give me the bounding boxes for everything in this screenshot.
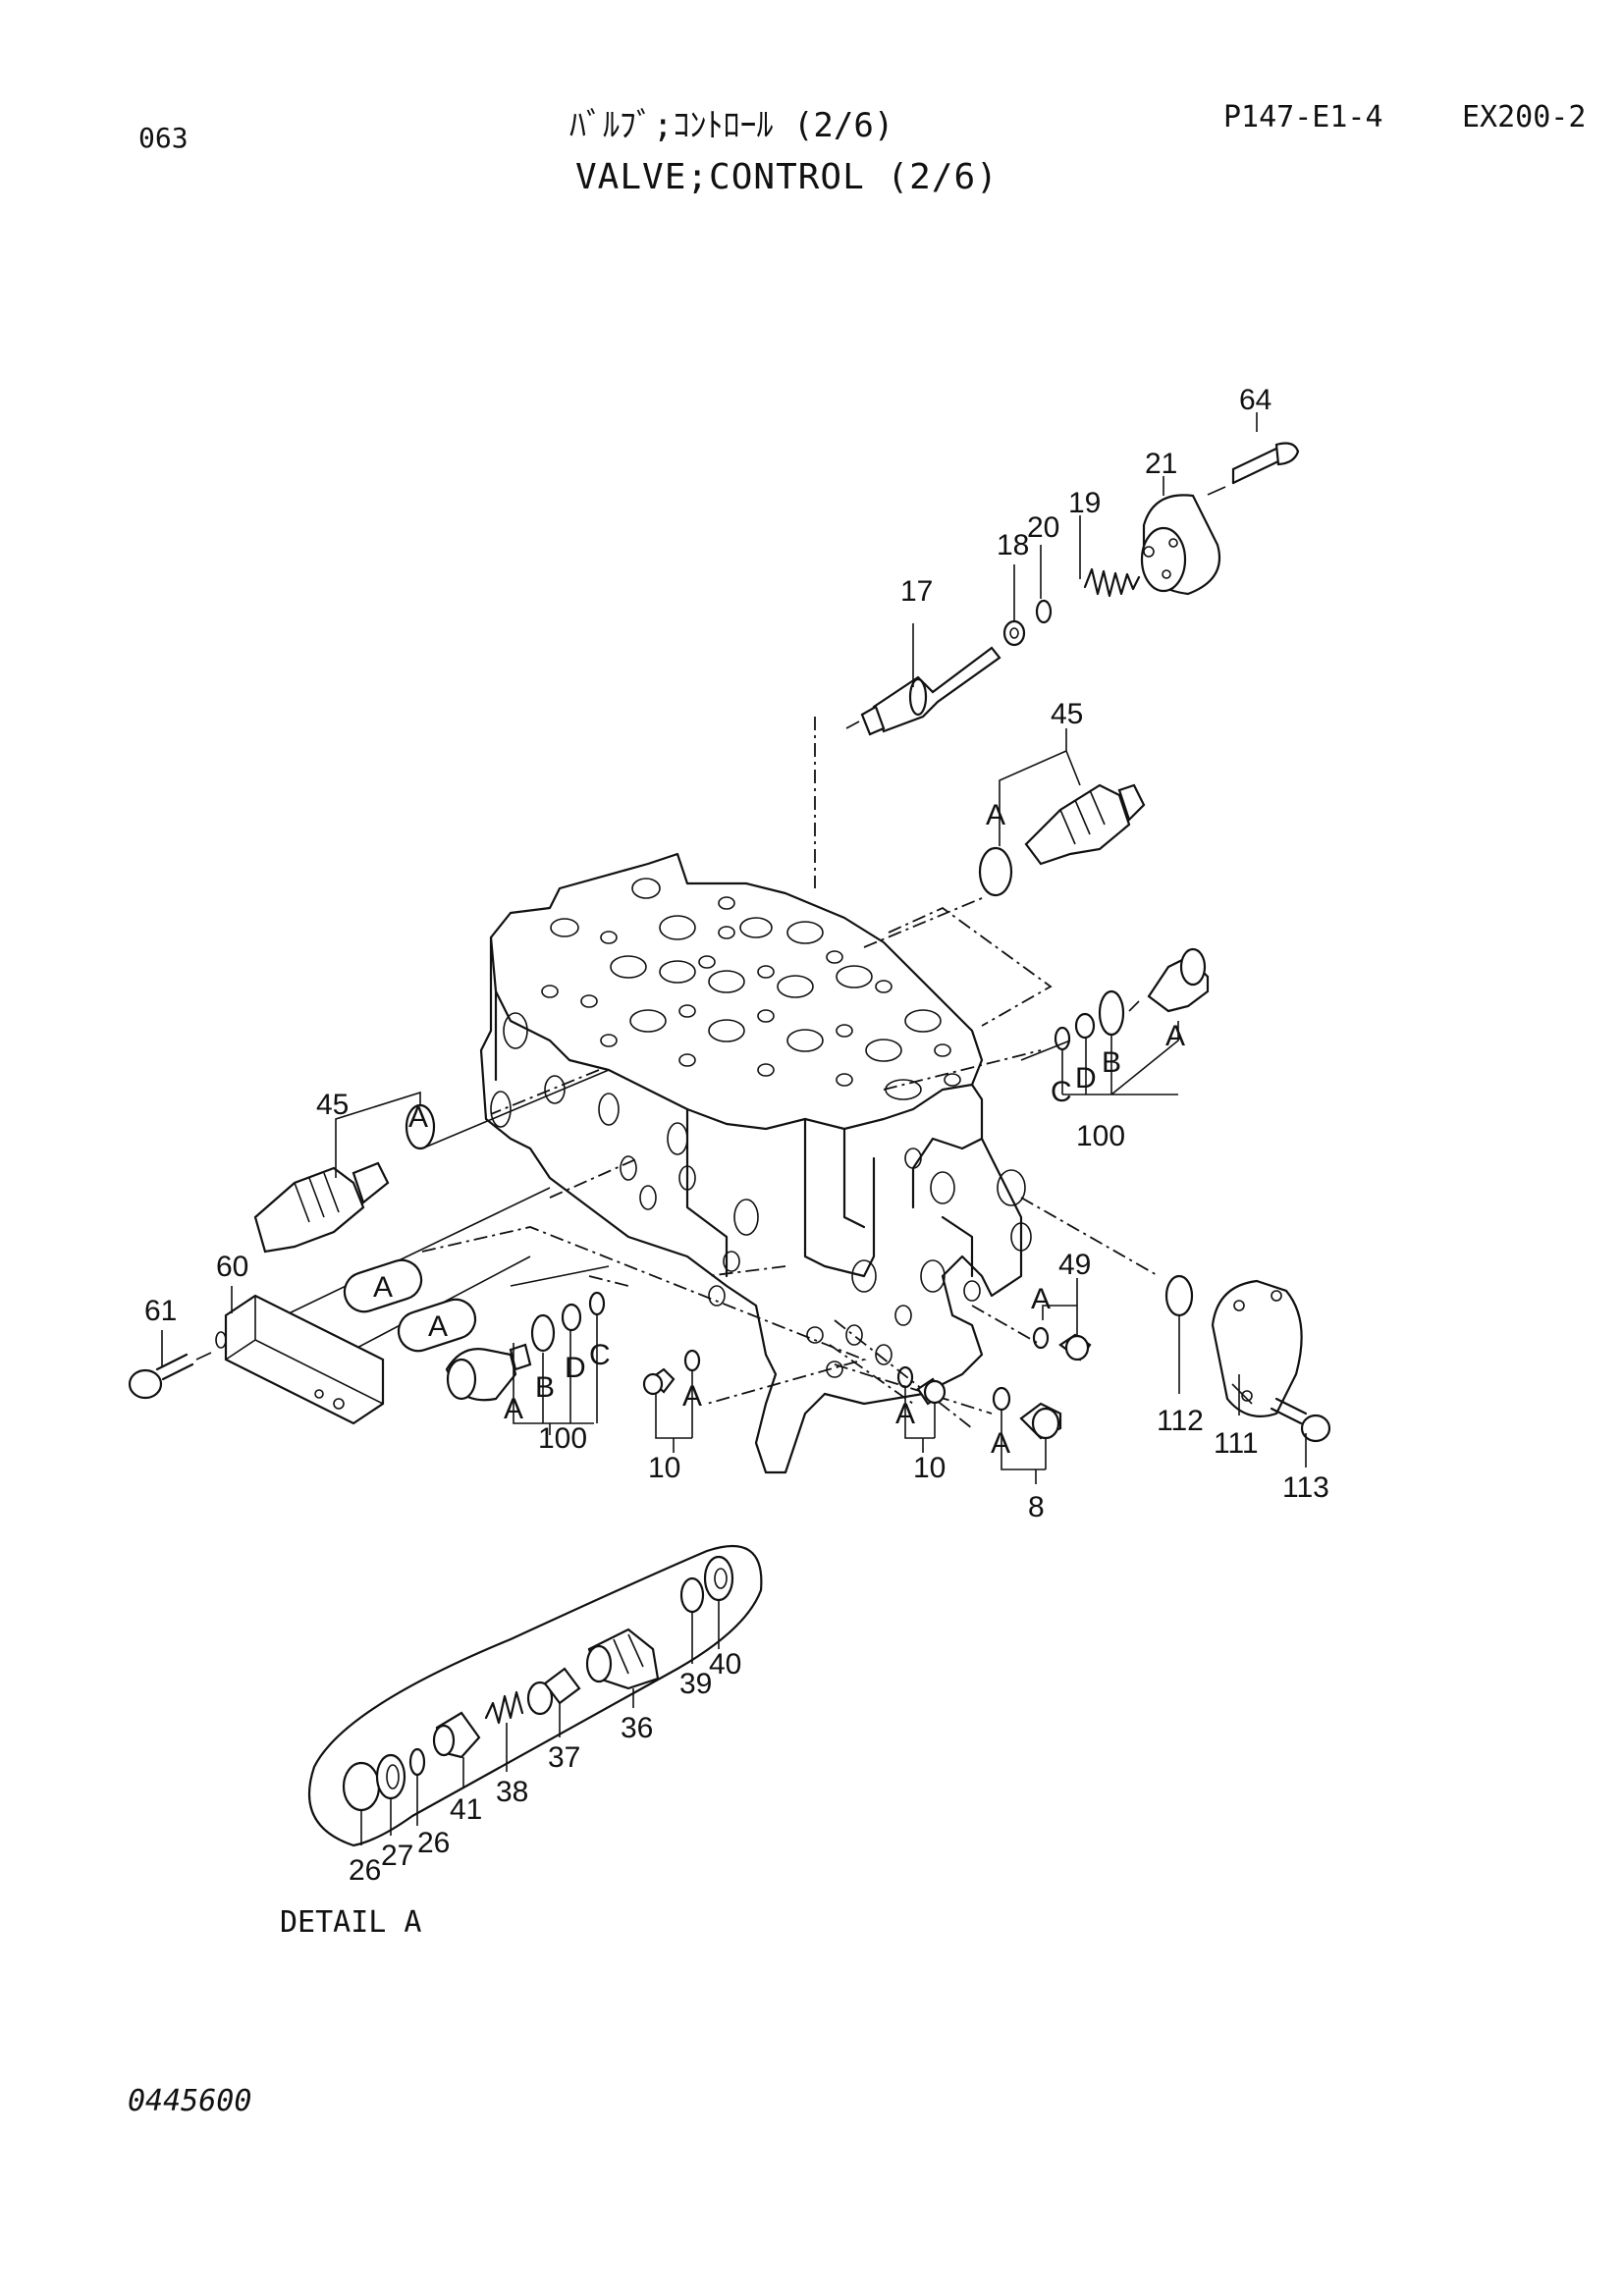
label-27: 27 — [381, 1840, 413, 1872]
label-26-b: 26 — [417, 1827, 450, 1859]
label-10-right: 10 — [913, 1452, 946, 1484]
label-111: 111 — [1214, 1427, 1259, 1460]
drawing-number: 0445600 — [128, 2084, 251, 2118]
label-a-oval-1: A — [373, 1271, 393, 1304]
label-d-100-left: D — [565, 1352, 586, 1384]
detail-a-parts — [342, 1555, 734, 1812]
part-10-plug-right — [896, 1365, 947, 1406]
label-c-100-left: C — [589, 1339, 611, 1371]
part-64-bolt — [1207, 442, 1300, 496]
label-26-a: 26 — [349, 1854, 381, 1887]
label-a-oval-2: A — [428, 1310, 448, 1343]
label-41: 41 — [450, 1793, 482, 1826]
label-b-100-left: B — [535, 1371, 555, 1404]
label-45-left: 45 — [316, 1089, 349, 1121]
label-a-49: A — [1031, 1283, 1051, 1315]
part-112-oring — [1164, 1274, 1194, 1317]
part-17-spool — [845, 646, 1001, 736]
leader-lines — [161, 412, 1307, 1845]
detail-a-label: DETAIL A — [280, 1905, 422, 1940]
label-10-left: 10 — [648, 1452, 680, 1484]
label-36: 36 — [621, 1712, 653, 1744]
label-100-left: 100 — [538, 1422, 587, 1455]
label-39: 39 — [679, 1668, 712, 1700]
label-40: 40 — [709, 1648, 741, 1681]
reference-lines — [284, 717, 1160, 1429]
model-code: EX200-2 — [1462, 100, 1587, 134]
part-19-spring — [1083, 567, 1141, 598]
label-8: 8 — [1028, 1491, 1045, 1523]
label-60: 60 — [216, 1251, 248, 1283]
part-113-bolt — [1270, 1397, 1331, 1443]
part-21-cap — [1140, 494, 1221, 596]
label-113: 113 — [1282, 1471, 1329, 1504]
label-45-top: 45 — [1051, 698, 1083, 730]
part-61-bolt — [128, 1352, 212, 1400]
label-21: 21 — [1145, 448, 1177, 480]
label-a-10-left: A — [682, 1380, 702, 1413]
part-100-plug-right — [1054, 947, 1210, 1051]
title-japanese: ﾊﾞﾙﾌﾞ;ｺﾝﾄﾛｰﾙ (2/6) — [569, 106, 894, 145]
part-18-washer — [1002, 619, 1026, 647]
label-a-45-top: A — [986, 799, 1005, 831]
label-49: 49 — [1058, 1249, 1091, 1281]
part-45-relief-valve-top — [978, 783, 1146, 897]
label-17: 17 — [900, 575, 933, 608]
label-37: 37 — [548, 1741, 580, 1774]
part-20-oring — [1035, 599, 1053, 624]
page-code: 063 — [138, 122, 189, 154]
part-8-plug — [992, 1386, 1062, 1440]
label-d-100-right: D — [1075, 1062, 1097, 1095]
part-45-relief-valve-left — [253, 1103, 436, 1254]
part-10-plug-left — [642, 1349, 701, 1396]
label-a-100-right: A — [1165, 1020, 1185, 1052]
part-111-cover — [1211, 1279, 1303, 1417]
detail-a-outline — [307, 1544, 763, 1847]
title-english: VALVE;CONTROL (2/6) — [575, 157, 999, 197]
oval-callout-a-1 — [343, 1258, 423, 1313]
label-a-45-left: A — [408, 1101, 428, 1134]
label-20: 20 — [1027, 511, 1059, 544]
label-a-10-right: A — [895, 1398, 915, 1430]
label-b-100-right: B — [1102, 1046, 1121, 1079]
label-112: 112 — [1157, 1405, 1204, 1437]
callout-labels: 64 21 19 20 18 17 45 A A B D C 100 45 A … — [144, 384, 1329, 1887]
label-61: 61 — [144, 1295, 177, 1327]
label-a-8: A — [991, 1427, 1010, 1460]
label-18: 18 — [997, 529, 1029, 561]
reference-code: P147-E1-4 — [1223, 100, 1383, 134]
part-60-bracket — [215, 1294, 385, 1425]
label-19: 19 — [1068, 487, 1101, 519]
label-64: 64 — [1239, 384, 1271, 416]
part-100-plug-left — [445, 1291, 606, 1402]
label-a-100-left: A — [504, 1393, 523, 1425]
label-c-100-right: C — [1051, 1076, 1072, 1108]
part-49-plug — [1032, 1326, 1092, 1362]
label-38: 38 — [496, 1776, 528, 1808]
valve-block-body — [479, 852, 1032, 1474]
oval-callout-a-2 — [397, 1298, 477, 1353]
label-100-right: 100 — [1076, 1120, 1125, 1152]
